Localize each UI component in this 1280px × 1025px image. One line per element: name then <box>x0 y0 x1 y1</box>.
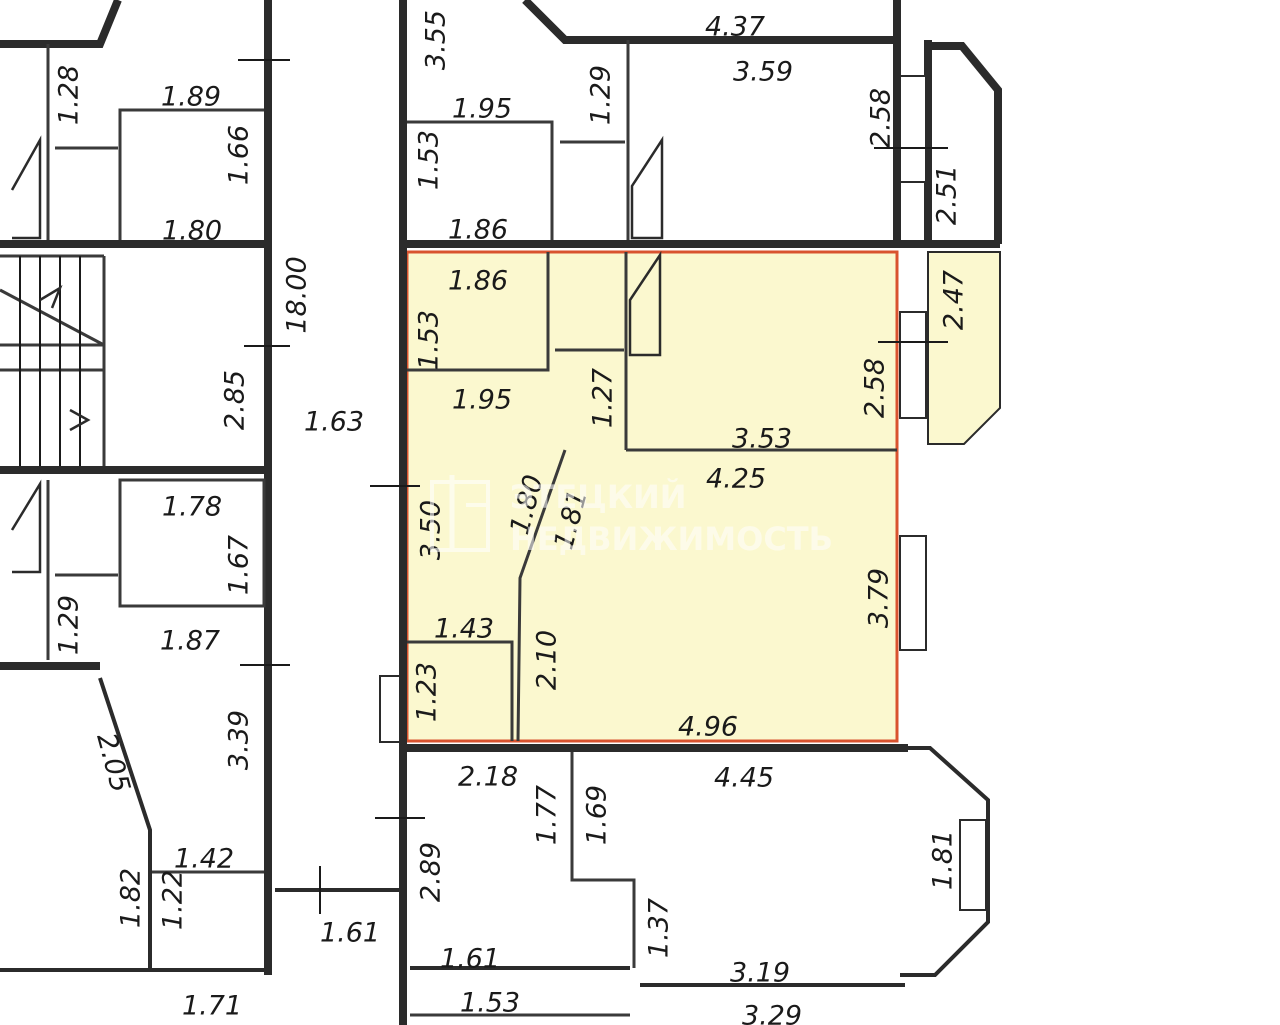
dimension-label-d1_66: 1.66 <box>224 125 255 185</box>
dimension-label-d2_58_top: 2.58 <box>866 88 897 148</box>
dimension-label-d1_61_a: 1.61 <box>320 918 380 949</box>
dimension-label-d1_81_bot: 1.81 <box>928 830 959 890</box>
dimension-label-d1_28: 1.28 <box>54 65 85 125</box>
dimension-label-d1_67: 1.67 <box>224 535 255 595</box>
dimension-label-d1_43: 1.43 <box>434 614 494 645</box>
doors <box>10 135 664 574</box>
dimension-label-d2_85: 2.85 <box>220 370 251 430</box>
dimension-label-d2_51: 2.51 <box>932 165 963 225</box>
dimension-label-d1_53_bot: 1.53 <box>460 988 520 1019</box>
dimension-label-d2_10: 2.10 <box>532 630 563 690</box>
dimension-label-d18_00: 18.00 <box>282 256 313 333</box>
dimension-label-d4_37: 4.37 <box>705 12 765 43</box>
dimension-label-d3_53: 3.53 <box>732 424 792 455</box>
windows <box>379 75 987 911</box>
dimension-label-d1_86_apt: 1.86 <box>448 266 508 297</box>
dimension-label-d2_05: 2.05 <box>90 730 136 796</box>
watermark-line-1: ЭТЕЦКИЙ <box>510 478 687 516</box>
dimension-label-d1_53_apt: 1.53 <box>414 310 445 370</box>
dimension-ticks <box>238 59 948 914</box>
dimension-label-d2_18: 2.18 <box>458 762 518 793</box>
balcony-highlight <box>927 251 1001 445</box>
dimension-label-d1_95_apt: 1.95 <box>452 385 512 416</box>
dimension-label-d1_69: 1.69 <box>582 785 613 845</box>
dimension-label-d1_78: 1.78 <box>162 492 222 523</box>
watermark-line-2: НЕДВИЖИМОСТЬ <box>510 520 833 558</box>
dimension-label-d1_42: 1.42 <box>174 844 234 875</box>
dimension-label-d3_79: 3.79 <box>864 568 895 628</box>
watermark-logo-icon <box>430 475 490 552</box>
dimension-label-d1_80: 1.80 <box>162 216 222 247</box>
dimension-label-d1_95_top: 1.95 <box>452 94 512 125</box>
dimension-label-d1_87: 1.87 <box>160 626 220 657</box>
dimension-label-d1_71: 1.71 <box>182 991 242 1022</box>
dimension-label-d1_29_top: 1.29 <box>586 65 617 125</box>
dimension-label-d1_89: 1.89 <box>161 82 221 113</box>
dimension-label-d4_25: 4.25 <box>706 464 766 495</box>
dimension-label-d1_53_top: 1.53 <box>414 130 445 190</box>
dimension-label-d3_39: 3.39 <box>224 710 255 770</box>
watermark: ЭТЕЦКИЙ НЕДВИЖИМОСТЬ <box>430 475 833 558</box>
dimension-label-d4_96: 4.96 <box>678 712 738 743</box>
dimension-label-d4_45: 4.45 <box>714 763 774 794</box>
dimension-label-d1_23: 1.23 <box>412 662 443 722</box>
dimension-label-d3_55: 3.55 <box>421 10 452 70</box>
dimension-label-d1_29_left: 1.29 <box>54 595 85 655</box>
dimension-label-d3_19: 3.19 <box>730 958 790 989</box>
dimension-label-d3_59: 3.59 <box>733 57 793 88</box>
stairwell <box>0 254 106 466</box>
dimension-label-d2_89: 2.89 <box>416 842 447 902</box>
partitions <box>46 40 897 1017</box>
walls <box>0 0 1002 1025</box>
dimension-label-d1_61_b: 1.61 <box>440 944 500 975</box>
dimension-label-d2_58_apt: 2.58 <box>860 358 891 418</box>
dimension-label-d2_47: 2.47 <box>939 270 970 330</box>
dimension-label-d1_77: 1.77 <box>532 785 563 845</box>
dimension-label-d1_22: 1.22 <box>158 870 189 930</box>
dimension-label-d1_63: 1.63 <box>304 407 364 438</box>
dimension-label-d1_86_top: 1.86 <box>448 215 508 246</box>
dimension-label-d1_37: 1.37 <box>644 898 675 958</box>
dimension-label-d1_82: 1.82 <box>116 868 147 928</box>
dimension-label-d1_27: 1.27 <box>588 368 619 428</box>
dimension-label-d3_29: 3.29 <box>742 1001 802 1025</box>
